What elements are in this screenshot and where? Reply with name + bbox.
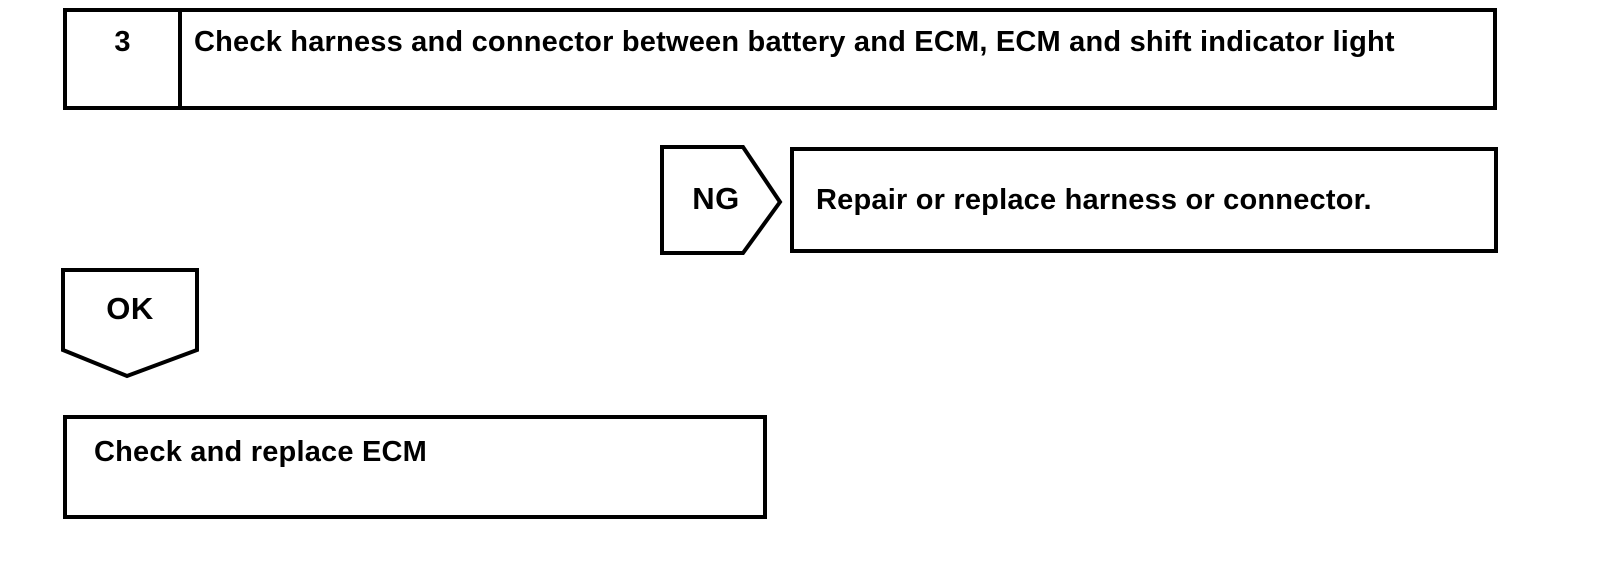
ng-pentagon-shape: [660, 145, 783, 255]
step-box: 3 Check harness and connector between ba…: [63, 8, 1497, 110]
ok-action-box: Check and replace ECM: [63, 415, 767, 519]
ok-action-text: Check and replace ECM: [94, 436, 427, 468]
step-instruction: Check harness and connector between batt…: [194, 26, 1395, 58]
ok-connector: OK: [61, 268, 199, 380]
ng-label: NG: [692, 181, 740, 216]
ok-label: OK: [106, 291, 154, 326]
ok-pentagon-shape: [61, 268, 199, 379]
ng-action-box: Repair or replace harness or connector.: [790, 147, 1498, 253]
step-number: 3: [67, 12, 182, 106]
ng-action-text: Repair or replace harness or connector.: [816, 183, 1372, 216]
ng-connector: NG: [660, 145, 784, 257]
